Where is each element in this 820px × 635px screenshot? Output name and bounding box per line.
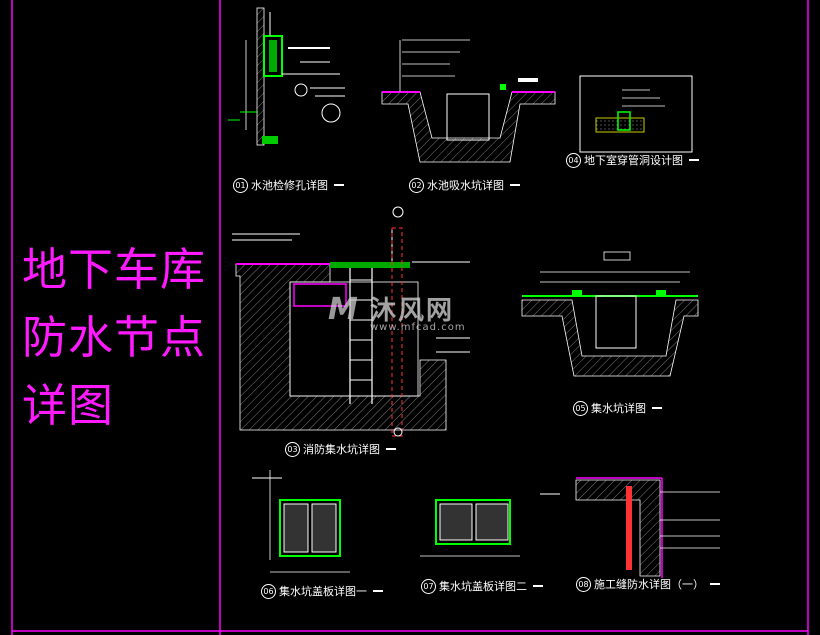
detail-08-drawing bbox=[575, 477, 720, 578]
scale-mark-06 bbox=[373, 590, 383, 592]
detail-number-08: 08 bbox=[576, 576, 591, 592]
scale-mark-03 bbox=[386, 448, 396, 450]
detail-caption-06: 06 集水坑盖板详图一 bbox=[261, 583, 383, 599]
detail-number-05: 05 bbox=[573, 400, 588, 416]
detail-number-01: 01 bbox=[233, 177, 248, 193]
detail-01-drawing bbox=[228, 7, 345, 146]
detail-number-06: 06 bbox=[261, 583, 276, 599]
detail-caption-07: 07 集水坑盖板详图二 bbox=[421, 578, 543, 594]
watermark-url: www.mfcad.com bbox=[370, 322, 466, 333]
detail-title-08: 施工缝防水详图（一） bbox=[594, 578, 704, 591]
detail-number-07: 07 bbox=[421, 578, 436, 594]
sheet-title-line-2: 防水节点 bbox=[22, 311, 207, 364]
detail-title-05: 集水坑详图 bbox=[591, 402, 646, 415]
detail-number-04: 04 bbox=[566, 152, 581, 168]
scale-mark-05 bbox=[652, 407, 662, 409]
detail-number-02: 02 bbox=[409, 177, 424, 193]
scale-mark-02 bbox=[510, 184, 520, 186]
detail-caption-03: 03 消防集水坑详图 bbox=[285, 441, 396, 457]
detail-caption-01: 01 水池检修孔详图 bbox=[233, 177, 344, 193]
detail-title-07: 集水坑盖板详图二 bbox=[439, 580, 527, 593]
detail-02-drawing bbox=[381, 39, 556, 163]
detail-caption-02: 02 水池吸水坑详图 bbox=[409, 177, 520, 193]
detail-caption-04: 04 地下室穿管洞设计图 bbox=[566, 152, 699, 168]
watermark-brand: 沐风网 bbox=[370, 296, 455, 326]
detail-caption-05: 05 集水坑详图 bbox=[573, 400, 662, 416]
scale-mark-08 bbox=[710, 583, 720, 585]
detail-05-drawing bbox=[521, 251, 699, 377]
detail-number-03: 03 bbox=[285, 441, 300, 457]
sheet-title-line-3: 详图 bbox=[22, 379, 115, 432]
detail-caption-08: 08 施工缝防水详图（一） bbox=[576, 576, 720, 592]
detail-title-06: 集水坑盖板详图一 bbox=[279, 585, 367, 598]
detail-title-01: 水池检修孔详图 bbox=[251, 179, 328, 192]
detail-03-drawing bbox=[232, 206, 470, 437]
scale-mark-04 bbox=[689, 159, 699, 161]
scale-mark-01 bbox=[334, 184, 344, 186]
sheet-title: 地下车库 防水节点 详图 bbox=[22, 236, 212, 440]
detail-06-drawing bbox=[252, 470, 350, 573]
detail-title-02: 水池吸水坑详图 bbox=[427, 179, 504, 192]
detail-title-04: 地下室穿管洞设计图 bbox=[584, 154, 683, 167]
detail-07-drawing bbox=[420, 493, 560, 557]
sheet-title-line-1: 地下车库 bbox=[22, 243, 207, 296]
scale-mark-07 bbox=[533, 585, 543, 587]
detail-title-03: 消防集水坑详图 bbox=[303, 443, 380, 456]
sheet-frame bbox=[11, 0, 809, 635]
watermark-logo-icon: M bbox=[328, 292, 358, 327]
detail-04-drawing bbox=[579, 75, 693, 153]
